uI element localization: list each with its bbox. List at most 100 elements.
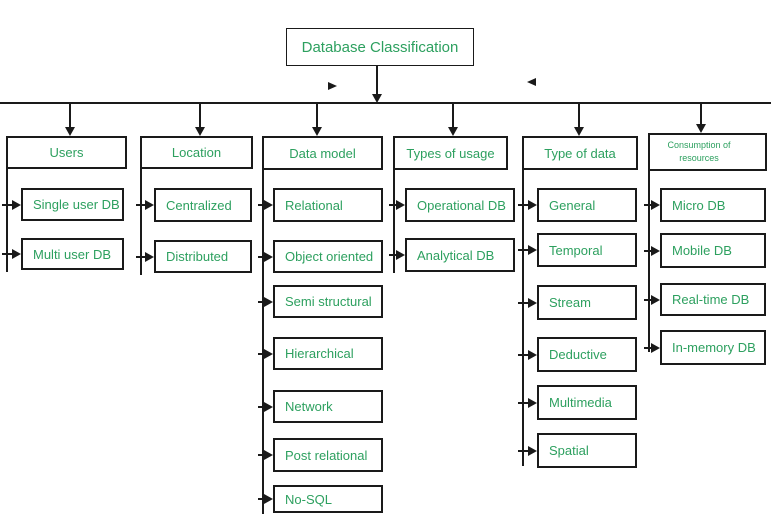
root-node-database-classification: Database Classification — [286, 28, 474, 66]
arrow-down-icon — [312, 127, 322, 136]
leaf-node-hierarchical: Hierarchical — [273, 337, 383, 370]
arrow-down-icon — [372, 94, 382, 103]
leaf-node-label: Relational — [285, 197, 343, 213]
branch-line-no-sql — [258, 498, 265, 500]
arrow-right-icon — [396, 200, 405, 210]
branch-line-deductive — [518, 354, 529, 356]
arrow-right-icon — [145, 252, 154, 262]
category-label: Types of usage — [406, 145, 495, 161]
branch-line-operational-db — [389, 204, 397, 206]
arrow-right-icon — [264, 200, 273, 210]
spine-line-users — [6, 169, 8, 272]
leaf-node-label: Hierarchical — [285, 346, 354, 361]
category-label: Type of data — [544, 145, 616, 161]
arrow-right-icon — [528, 298, 537, 308]
arrow-right-icon — [528, 200, 537, 210]
leaf-node-deductive: Deductive — [537, 337, 637, 372]
arrow-right-icon — [651, 200, 660, 210]
leaf-node-stream: Stream — [537, 285, 637, 320]
arrow-right-icon — [651, 343, 660, 353]
connector-line-types-of-usage — [452, 104, 454, 127]
spine-line-types-of-usage — [393, 170, 395, 273]
leaf-node-distributed: Distributed — [154, 240, 252, 273]
arrow-right-icon — [528, 398, 537, 408]
spine-line-consumption-of-resources — [648, 171, 650, 352]
arrow-right-icon — [528, 245, 537, 255]
category-label: Consumption of resources — [667, 139, 731, 164]
category-node-location: Location — [140, 136, 253, 169]
branch-line-analytical-db — [389, 254, 397, 256]
category-label: Location — [171, 145, 222, 160]
leaf-node-label: No-SQL — [285, 491, 332, 507]
leaf-node-label: Deductive — [549, 347, 607, 362]
leaf-node-temporal: Temporal — [537, 233, 637, 267]
branch-line-temporal — [518, 249, 529, 251]
category-node-consumption-of-resources: Consumption of resources — [648, 133, 767, 171]
connector-line-type-of-data — [578, 104, 580, 127]
arrow-down-icon — [195, 127, 205, 136]
branch-line-relational — [258, 204, 265, 206]
triangle-right-icon — [328, 82, 337, 90]
leaf-node-relational: Relational — [273, 188, 383, 222]
branch-line-hierarchical — [258, 353, 265, 355]
branch-line-multimedia — [518, 402, 529, 404]
leaf-node-micro-db: Micro DB — [660, 188, 766, 222]
category-node-types-of-usage: Types of usage — [393, 136, 508, 170]
arrow-down-icon — [65, 127, 75, 136]
arrow-right-icon — [528, 446, 537, 456]
category-label: Data model — [289, 145, 356, 161]
leaf-node-label: Multimedia — [549, 395, 612, 410]
leaf-node-label: Analytical DB — [417, 247, 495, 263]
arrow-down-icon — [696, 124, 706, 133]
category-node-type-of-data: Type of data — [522, 136, 638, 170]
leaf-node-analytical-db: Analytical DB — [405, 238, 515, 272]
arrow-down-icon — [574, 127, 584, 136]
leaf-node-label: Centralized — [166, 197, 232, 213]
leaf-node-label: Single user DB — [33, 197, 120, 212]
leaf-node-label: General — [549, 197, 596, 213]
spine-line-data-model — [262, 170, 264, 514]
branch-line-general — [518, 204, 529, 206]
leaf-node-multimedia: Multimedia — [537, 385, 637, 420]
leaf-node-centralized: Centralized — [154, 188, 252, 222]
category-node-data-model: Data model — [262, 136, 383, 170]
leaf-node-spatial: Spatial — [537, 433, 637, 468]
arrow-right-icon — [264, 494, 273, 504]
arrow-right-icon — [12, 249, 21, 259]
arrow-right-icon — [264, 450, 273, 460]
arrow-right-icon — [651, 295, 660, 305]
arrow-right-icon — [145, 200, 154, 210]
leaf-node-operational-db: Operational DB — [405, 188, 515, 222]
leaf-node-label: Stream — [549, 295, 591, 310]
arrow-right-icon — [264, 252, 273, 262]
arrow-down-icon — [448, 127, 458, 136]
leaf-node-label: Network — [285, 399, 333, 414]
leaf-node-no-sql: No-SQL — [273, 485, 383, 513]
branch-line-object-oriented — [258, 256, 265, 258]
arrow-right-icon — [264, 402, 273, 412]
branch-line-semi-structural — [258, 301, 265, 303]
root-node-label: Database Classification — [301, 38, 459, 56]
branch-line-mobile-db — [644, 250, 652, 252]
arrow-right-icon — [264, 349, 273, 359]
leaf-node-label: Semi structural — [285, 294, 372, 309]
leaf-node-network: Network — [273, 390, 383, 423]
arrow-right-icon — [651, 246, 660, 256]
leaf-node-label: Mobile DB — [672, 243, 732, 258]
leaf-node-post-relational: Post relational — [273, 438, 383, 472]
branch-line-post-relational — [258, 454, 265, 456]
leaf-node-label: Temporal — [549, 242, 603, 258]
branch-line-distributed — [136, 256, 146, 258]
arrow-right-icon — [528, 350, 537, 360]
leaf-node-label: Micro DB — [672, 197, 726, 213]
connector-line-consumption-of-resources — [700, 104, 702, 124]
category-node-users: Users — [6, 136, 127, 169]
arrow-right-icon — [12, 200, 21, 210]
leaf-node-label: In-memory DB — [672, 340, 756, 355]
leaf-node-label: Multi user DB — [33, 246, 112, 262]
leaf-node-multi-user-db: Multi user DB — [21, 238, 124, 270]
branch-line-in-memory-db — [644, 347, 652, 349]
branch-line-single-user-db — [2, 204, 13, 206]
leaf-node-single-user-db: Single user DB — [21, 188, 124, 221]
